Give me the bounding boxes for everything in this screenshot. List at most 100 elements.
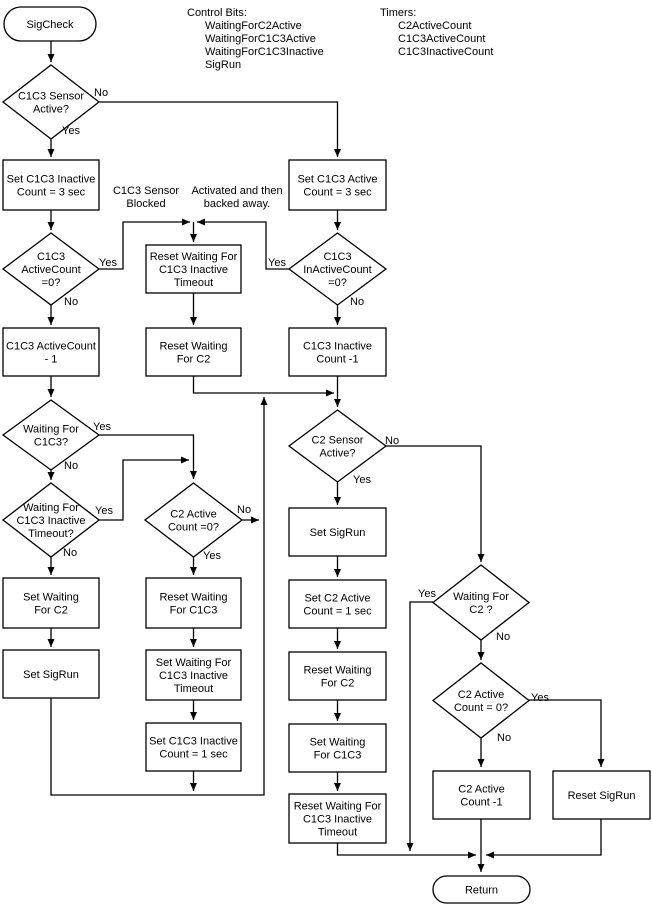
process-c2-active-count-minus-1-shape [432,770,531,820]
process-reset-sigrun-label: Reset SigRun [568,790,636,802]
process-set-waiting-for-c1c3-shape [288,723,387,773]
edge-reset-sigrun-out [486,819,602,859]
process-reset-sigrun: Reset SigRun [552,770,651,820]
edge-waiting-c2-yes [406,601,433,851]
process-set-sigrun-left-shape [2,649,100,699]
process-set-waiting-c1c3-inactive-timeout-shape [145,649,242,701]
label-no-c2-active-middle: No [237,504,251,516]
edge-sigrun-left-loopback [50,397,268,796]
edge-resettimeout-lower-out [336,843,476,859]
label-no-c1c3-sensor: No [94,87,108,99]
edges [47,41,605,872]
control-bit-waitingforc1c3active: WaitingForC1C3Active [205,33,316,45]
edge-c1c3-inactivecount0-yes [197,218,289,270]
control-bit-waitingforc1c3inactive: WaitingForC1C3Inactive [205,46,324,58]
process-set-c1c3-inactive-count-1sec-shape [145,722,242,772]
edge-waiting-c1c3-yes [99,434,197,479]
process-c1c3-activecount-minus-1-label: C1C3 ActiveCount- 1 [6,341,96,366]
timer-c2activecount: C2ActiveCount [398,20,471,32]
control-bit-sigrun: SigRun [205,59,241,71]
process-c1c3-activecount-minus-1-shape [2,327,100,377]
process-set-sigrun-right-label: Set SigRun [310,527,366,539]
label-no-c1c3-inactivecount: No [350,296,364,308]
timers-title: Timers: [380,7,416,19]
terminator-sigcheck-start-shape [3,6,97,42]
process-reset-waiting-c1c3-inactive-timeout-upper-shape [145,244,242,294]
edge-c1c3-activecount0-yes [99,218,190,270]
label-yes-c1c3-activecount: Yes [99,257,117,269]
terminator-return-label: Return [465,885,498,897]
label-yes-c2-active-middle: Yes [203,550,221,562]
label-no-waiting-timeout: No [63,547,77,559]
process-set-c1c3-active-count-3sec-shape [288,159,387,211]
process-reset-waiting-for-c2-right-shape [288,651,387,701]
control-bit-waitingforc2active: WaitingForC2Active [205,20,302,32]
terminator-return: Return [432,875,531,904]
control-bits-title: Control Bits: [187,7,247,19]
decision-waiting-for-c2-shape [431,564,531,641]
label-yes-c2-active-right: Yes [531,692,549,704]
label-yes-c1c3-sensor: Yes [62,125,80,137]
decision-c1c3-activecount-zero-shape [1,232,101,306]
process-reset-waiting-c1c3-inactive-timeout-lower-shape [288,793,387,844]
process-set-sigrun-right: Set SigRun [288,507,387,557]
process-c1c3-inactive-count-minus-1-shape [288,327,387,377]
label-no-waiting-c1c3: No [64,460,78,472]
process-set-sigrun-left: Set SigRun [2,649,100,699]
terminator-return-shape [432,875,531,904]
process-c1c3-activecount-minus-1: C1C3 ActiveCount- 1 [2,327,100,377]
decision-waiting-for-c1c3-shape [1,399,101,471]
label-yes-c1c3-inactivecount: Yes [268,257,286,269]
edge-c1c3-sensor-no [99,101,341,157]
decision-c1c3-inactivecount-zero-shape [287,232,388,306]
process-set-sigrun-left-label: Set SigRun [23,669,79,681]
decision-waiting-for-c1c3-inactive-timeout-shape [1,482,101,558]
label-yes-c2-sensor: Yes [353,474,371,486]
label-yes-waiting-c2: Yes [418,588,436,600]
edge-reset-waiting-c2-out [192,376,334,397]
label-no-c2-sensor: No [385,435,399,447]
edge-waiting-timeout-yes [99,456,189,521]
process-reset-waiting-for-c1c3-shape [145,577,242,629]
decision-c2-active-count-zero-right-shape [431,662,531,739]
label-no-c1c3-activecount: No [64,296,78,308]
timer-c1c3activecount: C1C3ActiveCount [398,33,485,45]
